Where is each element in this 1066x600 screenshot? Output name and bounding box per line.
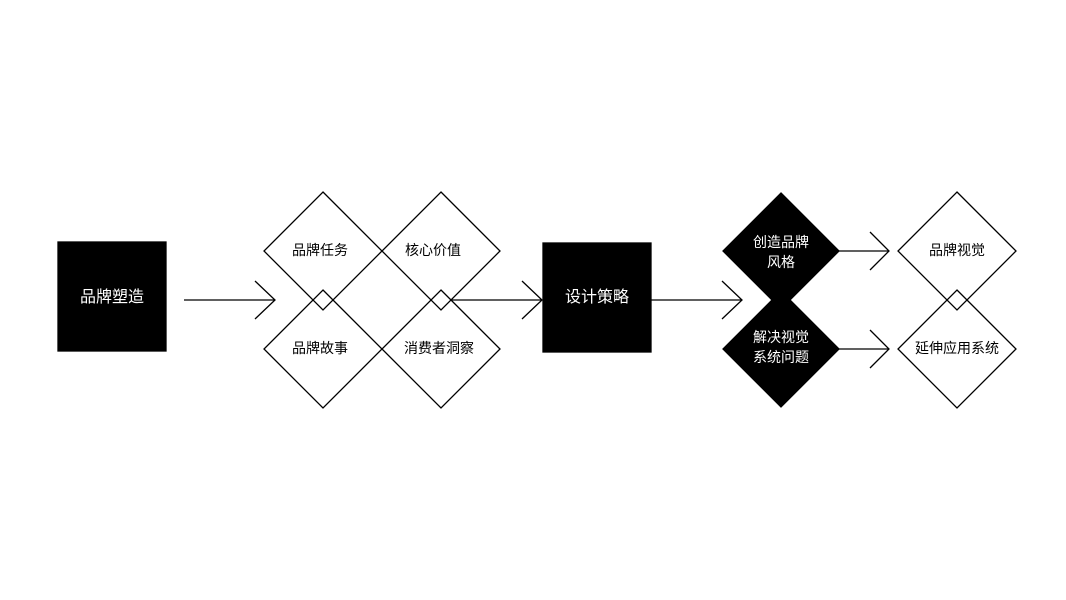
diamond-solve-visual [722,290,840,408]
label-brand-story: 品牌故事 [292,341,348,357]
label-brand-visual: 品牌视觉 [929,243,985,259]
arrow-3 [651,280,743,320]
label-solve-visual: 解决视觉 系统问题 [753,330,809,366]
label-design-strategy: 设计策略 [564,287,630,306]
label-brand-mission: 品牌任务 [292,243,348,259]
arrow-5 [839,329,890,369]
arrow-4 [839,231,890,271]
diamond-brand-visual [897,191,1017,311]
box-design-strategy [542,242,652,353]
arrow-2 [452,280,543,320]
label-consumer-insight: 消费者洞察 [404,341,474,357]
arrow-1 [184,280,276,320]
diamond-brand-story [263,289,383,409]
label-brand-building: 品牌塑造 [79,287,145,306]
box-brand-building [57,241,167,352]
label-extend-system: 延伸应用系统 [915,341,999,357]
label-create-style: 创造品牌 风格 [753,235,809,271]
diamond-consumer-insight [381,289,501,409]
diamond-brand-mission [263,191,383,311]
diamond-core-value [381,191,501,311]
diamond-extend-system [897,289,1017,409]
label-core-value: 核心价值 [405,243,461,259]
